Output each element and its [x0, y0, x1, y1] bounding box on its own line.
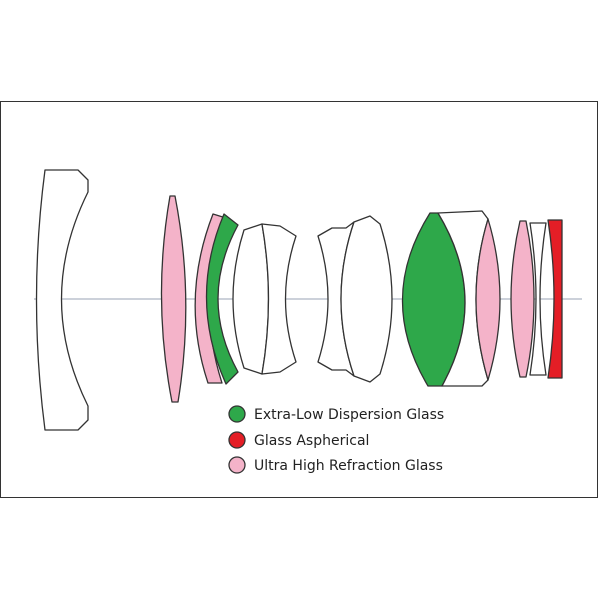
legend-ed-label: Extra-Low Dispersion Glass	[254, 407, 444, 423]
lens-element-11-uhr	[475, 218, 501, 381]
lens-element-8	[340, 215, 393, 383]
legend-uhr-swatch	[228, 456, 246, 474]
lens-element-5	[232, 223, 270, 375]
lens-element-13	[529, 222, 547, 376]
legend-ed-swatch	[228, 405, 246, 423]
lens-element-6	[261, 223, 297, 375]
lens-element-12-uhr	[510, 220, 535, 378]
lens-element-14-aspherical	[547, 219, 563, 379]
legend: Extra-Low Dispersion Glass Glass Aspheri…	[228, 405, 444, 474]
lens-element-2-uhr	[160, 195, 187, 403]
legend-uhr-label: Ultra High Refraction Glass	[254, 458, 443, 474]
lens-element-1	[35, 169, 89, 431]
lens-element-4-ed	[205, 213, 239, 385]
legend-aspherical-label: Glass Aspherical	[254, 433, 369, 449]
legend-aspherical-swatch	[228, 431, 246, 449]
